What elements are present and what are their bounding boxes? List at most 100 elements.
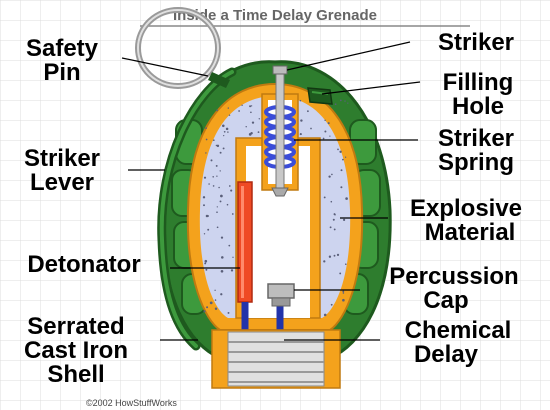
explosive-speckle — [257, 131, 260, 133]
copyright-text: ©2002 HowStuffWorks — [86, 398, 177, 408]
explosive-speckle — [206, 306, 209, 309]
explosive-speckle — [250, 105, 253, 107]
explosive-speckles — [202, 99, 349, 317]
striker-rod — [271, 65, 289, 197]
explosive-speckle — [222, 147, 225, 150]
label-striker-lever-line1: Striker — [24, 145, 100, 172]
explosive-speckle — [333, 228, 336, 231]
explosive-speckle — [202, 196, 206, 199]
explosive-speckle — [216, 211, 218, 213]
explosive-speckle — [228, 114, 231, 116]
explosive-speckle — [227, 107, 229, 109]
explosive-speckle — [221, 256, 224, 259]
explosive-speckle — [344, 100, 346, 102]
explosive-speckle — [215, 164, 218, 167]
explosive-speckle — [222, 124, 225, 128]
explosive-speckle — [230, 189, 233, 192]
explosive-speckle — [339, 272, 342, 275]
explosive-speckle — [220, 194, 223, 198]
explosive-speckle — [203, 233, 206, 235]
percussion-cap — [267, 283, 295, 307]
explosive-speckle — [342, 290, 345, 293]
explosive-speckle — [205, 214, 209, 218]
explosive-speckle — [345, 263, 347, 265]
explosive-speckle — [220, 236, 224, 239]
label-striker-spring-line1: Striker — [438, 125, 514, 152]
explosive-speckle — [330, 303, 333, 306]
explosive-speckle — [216, 175, 218, 177]
explosive-speckle — [216, 226, 219, 229]
explosive-speckle — [205, 138, 208, 141]
explosive-speckle — [328, 255, 332, 258]
explosive-speckle — [345, 197, 348, 200]
detonator — [237, 181, 253, 303]
explosive-speckle — [300, 119, 303, 122]
label-explosive-line1: Explosive — [410, 195, 522, 222]
explosive-speckle — [226, 203, 229, 206]
label-explosive-line2: Material — [425, 219, 516, 246]
explosive-speckle — [220, 293, 223, 296]
explosive-speckle — [228, 244, 231, 247]
explosive-speckle — [329, 135, 331, 137]
explosive-speckle — [223, 135, 225, 137]
label-safety-pin-line2: Pin — [43, 59, 80, 86]
explosive-speckle — [228, 185, 231, 187]
explosive-speckle — [347, 102, 349, 104]
explosive-speckle — [245, 126, 247, 128]
label-striker: Striker — [438, 29, 514, 56]
explosive-speckle — [329, 226, 332, 229]
explosive-speckle — [225, 127, 229, 131]
explosive-speckle — [219, 200, 222, 203]
explosive-speckle — [203, 310, 206, 313]
explosive-speckle — [344, 156, 347, 158]
explosive-speckle — [230, 269, 234, 272]
label-shell-line2: Cast Iron — [24, 337, 128, 364]
leader-lines — [121, 41, 421, 341]
filling-hole-plug — [307, 87, 333, 105]
explosive-speckle — [204, 262, 207, 265]
safety-pin-clip — [208, 72, 230, 88]
explosive-speckle — [220, 269, 224, 273]
explosive-speckle — [322, 137, 325, 140]
explosive-speckle — [331, 173, 333, 176]
explosive-speckle — [209, 301, 213, 305]
explosive-speckle — [216, 144, 220, 148]
explosive-speckle — [227, 131, 229, 133]
explosive-speckle — [212, 185, 215, 187]
explosive-speckle — [203, 204, 205, 207]
explosive-speckle — [337, 148, 339, 151]
explosive-speckle — [205, 127, 207, 129]
explosive-speckle — [207, 228, 210, 231]
label-safety-pin-line1: Safety — [26, 35, 99, 62]
explosive-speckle — [219, 170, 221, 172]
explosive-speckle — [223, 130, 226, 133]
label-filling-hole-line1: Filling — [443, 69, 514, 96]
explosive-speckle — [332, 218, 335, 221]
safety-pin-ring — [135, 7, 221, 89]
label-chemical-delay-line2: Delay — [414, 341, 479, 368]
label-chemical-delay-line1: Chemical — [405, 317, 512, 344]
explosive-speckle — [227, 311, 230, 314]
explosive-speckle — [205, 152, 207, 154]
explosive-speckle — [216, 109, 218, 112]
label-striker-lever-line2: Lever — [30, 169, 94, 196]
explosive-speckle — [334, 103, 337, 106]
explosive-speckle — [299, 99, 302, 102]
explosive-speckle — [324, 119, 326, 122]
label-striker-spring-line2: Spring — [438, 149, 514, 176]
explosive-speckle — [248, 133, 252, 136]
explosive-speckle — [342, 298, 345, 302]
label-detonator: Detonator — [27, 251, 140, 278]
explosive-speckle — [216, 206, 218, 208]
explosive-speckle — [231, 213, 234, 215]
threaded-base — [211, 329, 341, 389]
explosive-speckle — [323, 196, 326, 199]
explosive-speckle — [339, 99, 342, 102]
explosive-speckle — [251, 121, 255, 124]
label-shell-line1: Serrated — [27, 313, 124, 340]
explosive-speckle — [214, 289, 216, 291]
explosive-speckle — [324, 130, 327, 133]
explosive-speckle — [334, 213, 336, 216]
explosive-speckle — [250, 111, 252, 114]
